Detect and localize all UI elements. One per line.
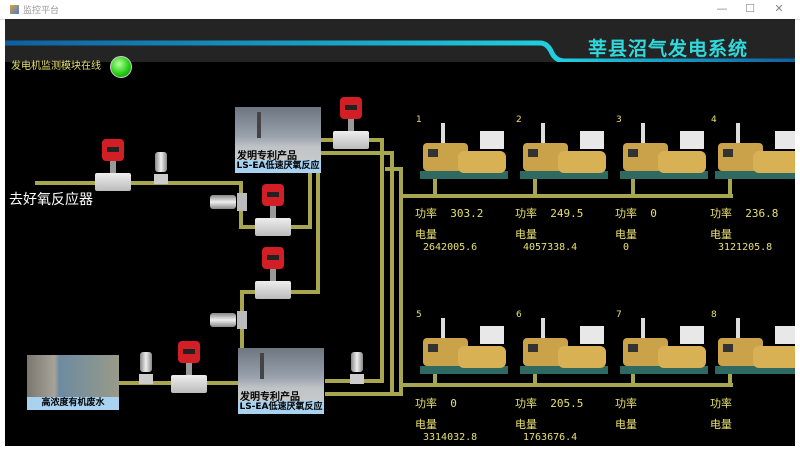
generator-icon bbox=[620, 123, 708, 179]
wastewater-tank[interactable]: 高浓度有机废水 bbox=[27, 355, 119, 410]
energy-label: 电量 bbox=[615, 228, 637, 241]
generator-4[interactable]: 4 bbox=[705, 107, 795, 179]
power-value: 205.5 bbox=[550, 397, 584, 410]
generator-7[interactable]: 7 bbox=[610, 302, 708, 374]
energy-value: 0 bbox=[623, 242, 630, 253]
reactor-caption: 发明专利产品 bbox=[237, 151, 297, 162]
generator-icon bbox=[420, 318, 508, 374]
generator-number: 1 bbox=[416, 115, 422, 125]
generator-icon bbox=[715, 123, 795, 179]
online-status-led bbox=[110, 56, 132, 78]
generator-icon bbox=[420, 123, 508, 179]
power-value: 303.2 bbox=[450, 207, 484, 220]
generator-1[interactable]: 1 bbox=[410, 107, 508, 179]
energy-value: 4057338.4 bbox=[523, 242, 578, 253]
aerobic-reactor-label: 去好氧反应器 bbox=[9, 192, 93, 208]
pump-icon[interactable] bbox=[210, 311, 250, 329]
generator-number: 2 bbox=[516, 115, 522, 125]
flow-meter-icon[interactable] bbox=[95, 139, 131, 193]
window-title: 监控平台 bbox=[23, 6, 60, 16]
power-label: 功率 bbox=[515, 207, 537, 220]
window-titlebar: 监控平台 — ☐ ✕ bbox=[0, 0, 800, 20]
power-value: 0 bbox=[450, 397, 457, 410]
energy-value: 3314032.8 bbox=[423, 432, 478, 443]
anaerobic-reactor-1[interactable]: 发明专利产品 LS-EA低速厌氧反应器 bbox=[235, 107, 321, 184]
app-icon bbox=[10, 5, 19, 14]
generator-number: 5 bbox=[416, 310, 422, 320]
power-label: 功率 bbox=[710, 207, 732, 220]
energy-label: 电量 bbox=[710, 228, 732, 241]
power-label: 功率 bbox=[615, 207, 637, 220]
power-label: 功率 bbox=[615, 397, 637, 410]
energy-label: 电量 bbox=[515, 228, 537, 241]
generator-readout: 功率 电量 bbox=[710, 395, 745, 432]
energy-value: 1763676.4 bbox=[523, 432, 578, 443]
close-button[interactable]: ✕ bbox=[774, 2, 784, 15]
reactor-model: LS-EA低速厌氧反应器 bbox=[235, 160, 321, 184]
pipe-network bbox=[5, 40, 795, 446]
energy-label: 电量 bbox=[415, 228, 437, 241]
pump-icon[interactable] bbox=[210, 193, 250, 211]
header-accent-line bbox=[5, 40, 795, 64]
power-label: 功率 bbox=[415, 207, 437, 220]
pump-icon[interactable] bbox=[350, 352, 364, 386]
flow-meter-icon[interactable] bbox=[171, 341, 207, 395]
reactor-caption: 发明专利产品 bbox=[240, 392, 300, 403]
reactor-model: LS-EA低速厌氧反应器 bbox=[238, 401, 324, 425]
minimize-button[interactable]: — bbox=[716, 2, 728, 15]
generator-5[interactable]: 5 bbox=[410, 302, 508, 374]
energy-value: 3121205.8 bbox=[718, 242, 773, 253]
flow-meter-icon[interactable] bbox=[255, 184, 291, 238]
generator-icon bbox=[520, 123, 608, 179]
power-value: 236.8 bbox=[745, 207, 779, 220]
flow-meter-icon[interactable] bbox=[333, 97, 369, 151]
generator-3[interactable]: 3 bbox=[610, 107, 708, 179]
power-label: 功率 bbox=[710, 397, 732, 410]
chimney-icon bbox=[260, 353, 264, 379]
generator-8[interactable]: 8 bbox=[705, 302, 795, 374]
generator-icon bbox=[715, 318, 795, 374]
energy-value: 2642005.6 bbox=[423, 242, 478, 253]
power-value: 0 bbox=[650, 207, 657, 220]
energy-label: 电量 bbox=[415, 418, 437, 431]
generator-number: 8 bbox=[711, 310, 717, 320]
energy-label: 电量 bbox=[615, 418, 637, 431]
energy-label: 电量 bbox=[710, 418, 732, 431]
energy-label: 电量 bbox=[515, 418, 537, 431]
system-title: 莘县沼气发电系统 bbox=[588, 38, 749, 60]
generator-number: 4 bbox=[711, 115, 717, 125]
scada-panel: 莘县沼气发电系统 发电机监测模块在线 去好氧反应器 发明专利产品 LS-EA低速… bbox=[5, 19, 795, 446]
power-label: 功率 bbox=[415, 397, 437, 410]
module-status-label: 发电机监测模块在线 bbox=[11, 61, 101, 72]
generator-2[interactable]: 2 bbox=[510, 107, 608, 179]
pump-icon[interactable] bbox=[139, 352, 153, 386]
maximize-button[interactable]: ☐ bbox=[745, 2, 755, 15]
generator-number: 6 bbox=[516, 310, 522, 320]
power-value: 249.5 bbox=[550, 207, 584, 220]
generator-number: 3 bbox=[616, 115, 622, 125]
chimney-icon bbox=[257, 112, 261, 138]
generator-number: 7 bbox=[616, 310, 622, 320]
pump-icon[interactable] bbox=[154, 152, 168, 186]
anaerobic-reactor-2[interactable]: 发明专利产品 LS-EA低速厌氧反应器 bbox=[238, 348, 324, 425]
generator-readout: 功率 电量 bbox=[615, 395, 650, 432]
flow-meter-icon[interactable] bbox=[255, 247, 291, 301]
wastewater-label: 高浓度有机废水 bbox=[27, 397, 119, 410]
generator-6[interactable]: 6 bbox=[510, 302, 608, 374]
generator-icon bbox=[520, 318, 608, 374]
generator-icon bbox=[620, 318, 708, 374]
power-label: 功率 bbox=[515, 397, 537, 410]
